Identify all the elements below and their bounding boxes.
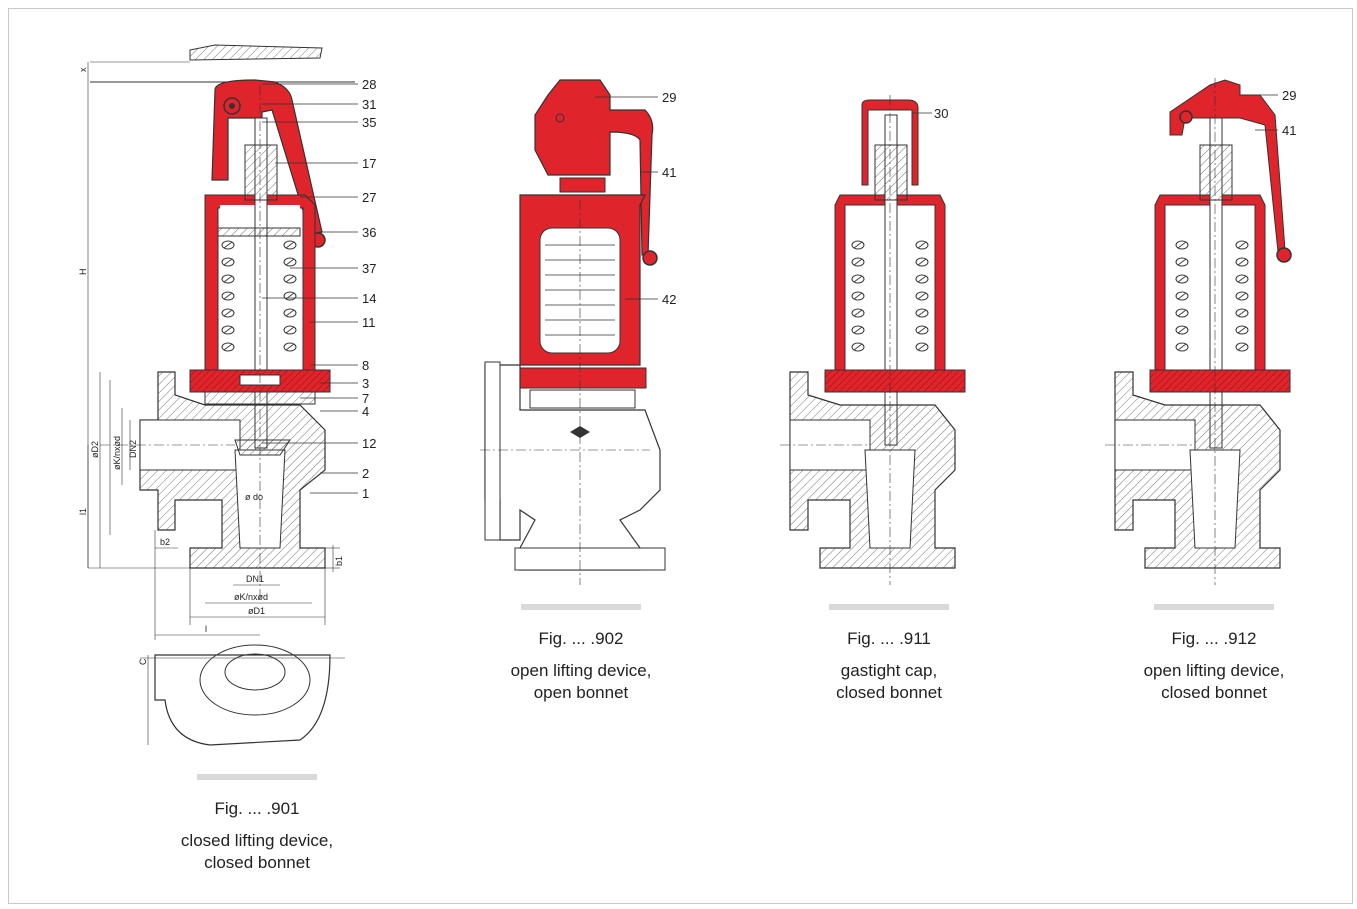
callout-1: 1 [362,486,369,501]
callout-11: 11 [362,315,376,330]
dim-phi-D1: øD1 [248,606,265,616]
callout-29-fig912: 29 [1282,88,1296,103]
caption-fig-911: Fig. ... .911 gastight cap, closed bonne… [769,604,1009,704]
callout-28: 28 [362,77,376,92]
caption-bar [197,774,317,780]
figure-description-line1: gastight cap, [840,661,938,680]
callout-37: 37 [362,261,376,276]
figure-911-drawing [780,95,966,585]
dim-l1: l1 [78,508,88,515]
figure-number: Fig. ... .911 [847,629,931,648]
callout-35: 35 [362,115,376,130]
figure-description-line2: closed bonnet [1161,683,1267,702]
dim-l: l [205,624,207,634]
dim-DN2: DN2 [128,440,138,458]
dim-phi-do: ø do [245,492,263,502]
dim-b1: b1 [334,556,344,566]
callout-29-fig902: 29 [662,90,676,105]
callout-8: 8 [362,358,369,373]
callout-14: 14 [362,291,376,306]
figure-number: Fig. ... .901 [214,799,300,818]
dim-C: C [138,658,148,665]
caption-fig-912: Fig. ... .912 open lifting device, close… [1094,604,1334,704]
callout-12: 12 [362,436,376,451]
dim-phi-K-side: øK/nxød [112,436,122,470]
figure-number: Fig. ... .902 [538,629,624,648]
drawing-frame [8,8,1353,904]
dim-x: x [78,67,88,72]
callout-3: 3 [362,376,369,391]
callout-36: 36 [362,225,376,240]
dim-DN1: DN1 [246,574,264,584]
figure-912-callouts [1240,94,1278,131]
callout-31: 31 [362,97,376,112]
callout-41-fig902: 41 [662,165,676,180]
callout-27: 27 [362,190,376,205]
dim-phi-K-bottom: øK/nxød [234,592,268,602]
figure-description-line2: closed bonnet [204,853,310,872]
figure-description-line1: closed lifting device, [180,831,334,850]
figure-number: Fig. ... .912 [1171,629,1257,648]
figure-912-drawing [1105,78,1292,585]
callout-4: 4 [362,404,369,419]
figure-description-line2: open bonnet [533,683,629,702]
caption-bar [521,604,641,610]
figure-902-drawing [480,79,666,585]
callout-41-fig912: 41 [1282,123,1296,138]
callout-7: 7 [362,391,369,406]
dim-phi-D2: øD2 [90,441,100,458]
figure-description-line2: closed bonnet [836,683,942,702]
callout-2: 2 [362,466,369,481]
caption-fig-901: Fig. ... .901 closed lifting device, clo… [137,774,377,874]
figure-description-line1: open lifting device, [510,661,652,680]
caption-fig-902: Fig. ... .902 open lifting device, open … [461,604,701,704]
figure-901-drawing [87,44,355,746]
figure-description-line1: open lifting device, [1143,661,1285,680]
dim-H: H [78,269,88,276]
caption-bar [1154,604,1274,610]
dim-b2: b2 [160,537,170,547]
figure-901-callouts [262,83,358,494]
callout-17: 17 [362,156,376,171]
figure-902-callouts [595,96,658,300]
callout-30-fig911: 30 [934,106,948,121]
callout-42-fig902: 42 [662,292,676,307]
caption-bar [829,604,949,610]
